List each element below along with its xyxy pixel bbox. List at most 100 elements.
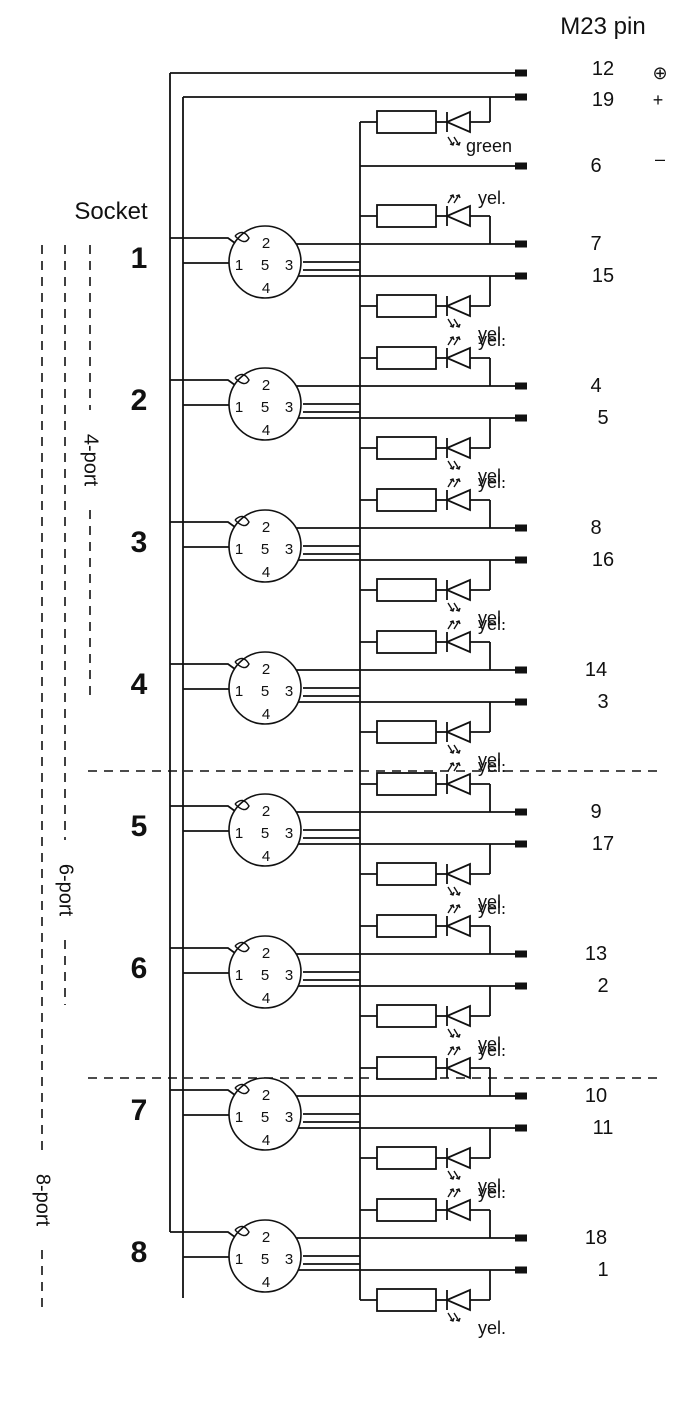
- light-arrows-icon: [447, 194, 461, 204]
- resistor: [376, 720, 437, 744]
- arrow-head: [455, 762, 461, 767]
- resistor: [376, 204, 437, 228]
- arrow-head: [449, 194, 455, 199]
- arrow-head: [449, 1188, 455, 1193]
- led-diode-icon: [444, 1004, 471, 1028]
- m12-socket-icon: [228, 935, 302, 1009]
- pin-terminal: [515, 272, 527, 280]
- pin-number: 7: [590, 233, 601, 255]
- variant-label: 6-port: [55, 864, 77, 917]
- contact-1: 1: [235, 541, 243, 558]
- contact-3: 3: [285, 257, 293, 274]
- contact-4: 4: [262, 1274, 270, 1291]
- arrow: [447, 620, 454, 630]
- resistor: [376, 488, 437, 512]
- contact-4: 4: [262, 280, 270, 297]
- arrow-head: [455, 336, 461, 341]
- light-arrows-icon: [447, 136, 461, 146]
- m12-socket-icon: [228, 1077, 302, 1151]
- pin-number: 12: [592, 58, 614, 80]
- contact-1: 1: [235, 1251, 243, 1268]
- led-color-label: yel.: [478, 1176, 506, 1196]
- contact-2: 2: [262, 803, 270, 820]
- contact-1: 1: [235, 399, 243, 416]
- arrow-head: [455, 194, 461, 199]
- arrow: [453, 318, 460, 328]
- contact-2: 2: [262, 519, 270, 536]
- arrow-head: [455, 749, 461, 754]
- contact-2: 2: [262, 1087, 270, 1104]
- arrow-head: [455, 1033, 461, 1038]
- led-diode-icon: [444, 630, 471, 654]
- resistor: [376, 346, 437, 370]
- bus-tap-contact-2: [170, 663, 240, 673]
- pin-terminal: [515, 950, 527, 958]
- pin-terminal: [515, 69, 527, 77]
- contact-3: 3: [285, 541, 293, 558]
- socket-key: [234, 799, 250, 811]
- pin-terminal: [515, 414, 527, 422]
- led-diode-icon: [444, 204, 471, 228]
- contact-3: 3: [285, 967, 293, 984]
- pin-number: 13: [585, 943, 607, 965]
- arrow-head: [455, 465, 461, 470]
- contact-4: 4: [262, 848, 270, 865]
- contact-4: 4: [262, 1132, 270, 1149]
- contact-3: 3: [285, 399, 293, 416]
- led-color-label: yel.: [478, 1034, 506, 1054]
- led-diode-icon: [444, 720, 471, 744]
- led-color-label: yel.: [478, 608, 506, 628]
- arrow: [453, 1312, 460, 1322]
- contact-5: 5: [261, 683, 269, 700]
- bus-tap-contact-2: [170, 521, 240, 531]
- resistor: [376, 294, 437, 318]
- arrow-head: [455, 1188, 461, 1193]
- contact-1: 1: [235, 967, 243, 984]
- contact-4: 4: [262, 706, 270, 723]
- m12-socket-icon: [228, 509, 302, 583]
- light-arrows-icon: [447, 460, 461, 470]
- arrow-head: [455, 478, 461, 483]
- pin-terminal: [515, 808, 527, 816]
- arrow: [447, 194, 454, 204]
- contact-2: 2: [262, 377, 270, 394]
- pin-number: 8: [590, 517, 601, 539]
- light-arrows-icon: [447, 904, 461, 914]
- arrow-head: [449, 465, 455, 470]
- arrow-head: [449, 336, 455, 341]
- arrow: [447, 1312, 454, 1322]
- led-diode-icon: [444, 294, 471, 318]
- m12-socket-icon: [228, 1219, 302, 1293]
- contact-5: 5: [261, 399, 269, 416]
- resistor: [376, 772, 437, 796]
- light-arrows-icon: [447, 620, 461, 630]
- arrow: [453, 1028, 460, 1038]
- socket-key: [234, 515, 250, 527]
- socket-key: [234, 941, 250, 953]
- pin-terminal: [515, 524, 527, 532]
- led-color-label: yel.: [478, 756, 506, 776]
- resistor: [376, 1146, 437, 1170]
- light-arrows-icon: [447, 318, 461, 328]
- arrow: [447, 904, 454, 914]
- arrow: [447, 762, 454, 772]
- led-diode-icon: [444, 772, 471, 796]
- arrow-head: [455, 1317, 461, 1322]
- contact-4: 4: [262, 422, 270, 439]
- led-diode-icon: [444, 488, 471, 512]
- bus-tap-contact-2: [170, 947, 240, 957]
- light-arrows-icon: [447, 1046, 461, 1056]
- socket-key: [234, 1083, 250, 1095]
- pin-number: 6: [590, 155, 601, 177]
- resistor: [376, 1288, 437, 1312]
- contact-1: 1: [235, 1109, 243, 1126]
- arrow: [447, 318, 454, 328]
- socket-heading: Socket: [74, 198, 148, 225]
- led-color-label: yel.: [478, 1040, 506, 1060]
- arrow: [453, 620, 460, 630]
- pin-number: 14: [585, 659, 607, 681]
- socket-number: 6: [131, 952, 148, 985]
- light-arrows-icon: [447, 478, 461, 488]
- contact-5: 5: [261, 541, 269, 558]
